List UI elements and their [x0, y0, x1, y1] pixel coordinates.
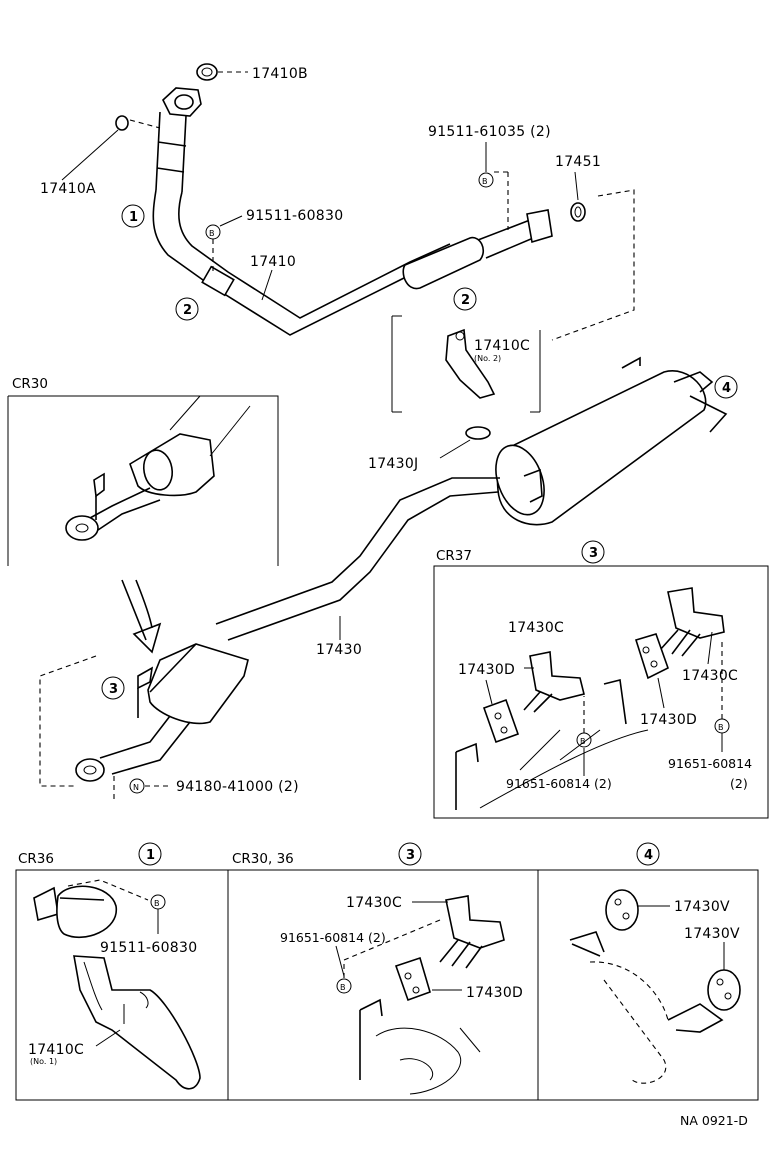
cr30-36-17430D-label: 17430D — [466, 985, 523, 1001]
part-91511-61035-label: 91511-61035 (2) — [428, 124, 551, 140]
inset-cr37-label: CR37 — [436, 548, 472, 564]
cr37-b-marker-1: B — [580, 737, 586, 746]
cr36-17410C-note: (No. 1) — [30, 1057, 57, 1066]
part-17430J-label: 17430J — [368, 456, 418, 472]
cr37-17430D-b-label: 17430D — [640, 712, 697, 728]
box4-17430V-a-label: 17430V — [674, 899, 730, 915]
cr36-marker-1: 1 — [146, 848, 155, 863]
box4-marker-4: 4 — [644, 848, 653, 863]
cr37-17430C-b-label: 17430C — [682, 668, 738, 684]
gasket-17410B — [196, 63, 248, 81]
part-17410C-note: (No. 2) — [474, 354, 501, 363]
cr36-17410C-label: 17410C — [28, 1042, 84, 1058]
callout-marker-2b: 2 — [461, 293, 470, 308]
cr30-36-17430C-label: 17430C — [346, 895, 402, 911]
part-17410B-label: 17410B — [252, 66, 308, 82]
front-exhaust-pipe-17410 — [152, 87, 553, 336]
diagram-code: NA 0921-D — [680, 1113, 748, 1128]
cr37-91651-b-label: 91651-60814 — [668, 756, 752, 771]
cr37-17430C-a-label: 17430C — [508, 620, 564, 636]
part-91511-60830-label: 91511-60830 — [246, 208, 343, 224]
bolt-b-marker-2: B — [209, 229, 215, 238]
cr37-91651-a-label: 91651-60814 (2) — [506, 776, 612, 791]
cr30-36-hanger: B — [336, 895, 505, 1095]
cr37-91651-b-qty: (2) — [730, 776, 748, 791]
inset-cr36-label: CR36 — [18, 851, 54, 867]
part-94180-label: 94180-41000 (2) — [176, 779, 299, 795]
inset-cr37: B B — [433, 565, 769, 819]
part-17410-label: 17410 — [250, 254, 296, 270]
part-17430-label: 17430 — [316, 642, 362, 658]
cr36-91511-label: 91511-60830 — [100, 940, 197, 956]
cr37-marker-3: 3 — [589, 546, 598, 561]
inset-cr30-36-label: CR30, 36 — [232, 851, 294, 867]
callout-marker-3: 3 — [109, 682, 118, 697]
cr36-b-marker: B — [154, 899, 160, 908]
box4-insulators — [569, 889, 741, 1084]
cr37-b-marker-2: B — [718, 723, 724, 732]
bracket-17410C-no2 — [445, 328, 496, 399]
part-17410C-label: 17410C — [474, 338, 530, 354]
cr36-clamp-and-bracket: B — [33, 879, 201, 1090]
inset-cr30-label: CR30 — [12, 376, 48, 392]
nut-n-marker: N — [133, 783, 139, 792]
nut-17410A — [61, 115, 161, 181]
tail-pipe-17430 — [75, 356, 728, 782]
part-17410A-label: 17410A — [40, 181, 96, 197]
cr37-17430D-a-label: 17430D — [458, 662, 515, 678]
cr30-36-b-marker: B — [340, 983, 346, 992]
box4-17430V-b-label: 17430V — [684, 926, 740, 942]
callout-marker-4: 4 — [722, 381, 731, 396]
cr30-36-marker-3: 3 — [406, 848, 415, 863]
cr30-36-91651-label: 91651-60814 (2) — [280, 930, 386, 945]
bolt-b-marker: B — [482, 177, 488, 186]
part-17451-label: 17451 — [555, 154, 601, 170]
inset-cr30 — [7, 395, 279, 566]
callout-marker-2a: 2 — [183, 303, 192, 318]
callout-marker-1: 1 — [129, 210, 138, 225]
